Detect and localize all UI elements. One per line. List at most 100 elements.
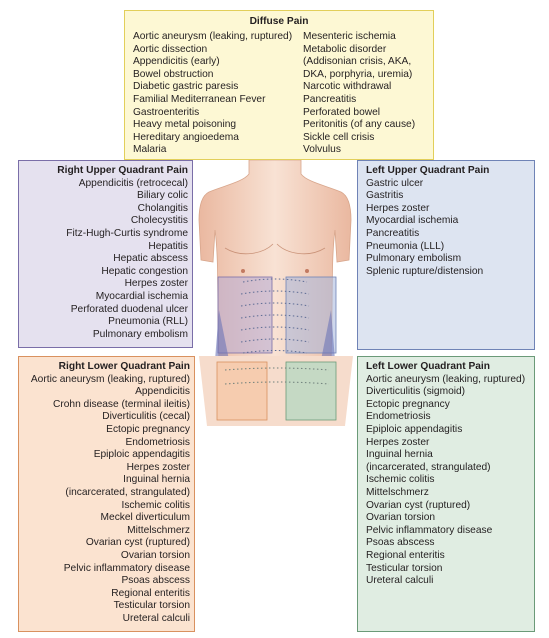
diffuse-pain-item: Aortic dissection <box>133 43 208 55</box>
diffuse-pain-item: Narcotic withdrawal <box>303 81 392 93</box>
luq-item: Gastritis <box>366 190 404 202</box>
ruq-item: Biliary colic <box>137 190 188 202</box>
diffuse-pain-item: Gastroenteritis <box>133 106 200 118</box>
right-lower-quadrant-box: Right Lower Quadrant Pain Aortic aneurys… <box>18 356 195 632</box>
llq-item: Aortic aneurysm (leaking, ruptured) <box>366 373 526 385</box>
rlq-item: Inguinal hernia <box>123 474 190 486</box>
diffuse-pain-item: Peritonitis (of any cause) <box>303 119 416 131</box>
diffuse-pain-item: Pancreatitis <box>303 93 357 105</box>
luq-item: Pancreatitis <box>366 227 420 239</box>
luq-item: Gastric ulcer <box>366 177 424 189</box>
ruq-item: Cholecystitis <box>130 215 188 227</box>
diffuse-pain-item: DKA, porphyria, uremia) <box>303 68 413 80</box>
ruq-item: Myocardial ischemia <box>95 290 188 302</box>
ruq-item: Hepatic abscess <box>113 253 188 265</box>
llq-item: Mittelschmerz <box>366 486 429 498</box>
rlq-item: Ischemic colitis <box>121 499 191 511</box>
rlq-item: Testicular torsion <box>113 600 190 612</box>
llq-item: Ectopic pregnancy <box>366 398 450 410</box>
diffuse-pain-item: Hereditary angioedema <box>133 131 239 143</box>
right-upper-quadrant-box: Right Upper Quadrant Pain Appendicitis (… <box>18 160 193 348</box>
rlq-item: Regional enteritis <box>111 587 190 599</box>
right-upper-quadrant-title: Right Upper Quadrant Pain <box>57 165 188 176</box>
ruq-item: Cholangitis <box>137 202 188 214</box>
rlq-item: (incarcerated, strangulated) <box>65 486 190 498</box>
rlq-item: Ovarian torsion <box>120 549 190 561</box>
llq-item: Regional enteritis <box>366 549 445 561</box>
ruq-item: Herpes zoster <box>124 278 188 290</box>
llq-item: Pelvic inflammatory disease <box>366 524 493 536</box>
right-flank-shade <box>215 310 229 360</box>
left-lower-quadrant-list: Aortic aneurysm (leaking, ruptured)Diver… <box>366 374 534 588</box>
llq-item: Diverticulitis (sigmoid) <box>366 386 466 398</box>
left-upper-quadrant-title: Left Upper Quadrant Pain <box>366 165 490 176</box>
left-flank-shade <box>321 310 335 360</box>
rlq-item: Mittelschmerz <box>127 524 190 536</box>
diffuse-pain-item: Metabolic disorder <box>303 43 387 55</box>
rlq-item: Appendicitis <box>135 386 190 398</box>
diffuse-pain-item: Perforated bowel <box>303 106 381 118</box>
luq-item: Pulmonary embolism <box>366 253 462 265</box>
rlq-item: Ectopic pregnancy <box>106 423 190 435</box>
ruq-item: Pulmonary embolism <box>92 328 188 340</box>
left-lower-quadrant-title: Left Lower Quadrant Pain <box>366 361 490 372</box>
diffuse-pain-item: Malaria <box>133 144 167 156</box>
rlq-region <box>216 361 268 421</box>
diffuse-pain-item: (Addisonian crisis, AKA, <box>303 56 412 68</box>
rlq-item: Pelvic inflammatory disease <box>63 562 190 574</box>
luq-item: Pneumonia (LLL) <box>366 240 445 252</box>
diffuse-pain-item: Familial Mediterranean Fever <box>133 93 266 105</box>
ruq-region <box>217 276 273 354</box>
llq-item: Endometriosis <box>366 411 431 423</box>
ruq-item: Perforated duodenal ulcer <box>70 303 188 315</box>
right-nipple <box>241 269 245 273</box>
lower-abdomen-illustration <box>199 356 353 426</box>
llq-item: (incarcerated, strangulated) <box>366 461 491 473</box>
llq-item: Ovarian torsion <box>366 512 436 524</box>
llq-item: Inguinal hernia <box>366 449 433 461</box>
left-lower-quadrant-box: Left Lower Quadrant Pain Aortic aneurysm… <box>357 356 535 632</box>
diffuse-pain-box: Diffuse Pain Aortic aneurysm (leaking, r… <box>124 10 434 160</box>
llq-item: Herpes zoster <box>366 436 430 448</box>
rlq-item: Meckel diverticulum <box>100 512 190 524</box>
luq-item: Herpes zoster <box>366 202 430 214</box>
rlq-item: Crohn disease (terminal ileitis) <box>52 398 190 410</box>
llq-item: Psoas abscess <box>366 537 435 549</box>
diffuse-pain-item: Aortic aneurysm (leaking, ruptured) <box>133 31 293 42</box>
rlq-item: Herpes zoster <box>126 461 190 473</box>
lower-intestine-dots <box>224 367 330 385</box>
llq-region <box>285 361 337 421</box>
left-nipple <box>305 269 309 273</box>
luq-item: Splenic rupture/distension <box>366 265 484 277</box>
ruq-item: Hepatic congestion <box>101 265 188 277</box>
diffuse-pain-item: Diabetic gastric paresis <box>133 81 239 93</box>
rlq-item: Ovarian cyst (ruptured) <box>85 537 190 549</box>
rlq-item: Epiploic appendagitis <box>93 449 190 461</box>
chest-contour <box>224 243 326 255</box>
rlq-item: Ureteral calculi <box>122 612 190 624</box>
luq-item: Myocardial ischemia <box>366 215 459 227</box>
rlq-item: Endometriosis <box>125 436 190 448</box>
llq-item: Epiploic appendagitis <box>366 423 463 435</box>
ruq-item: Fitz-Hugh-Curtis syndrome <box>66 227 188 239</box>
diffuse-pain-title: Diffuse Pain <box>249 16 309 27</box>
rlq-item: Aortic aneurysm (leaking, ruptured) <box>30 373 190 385</box>
ruq-item: Hepatitis <box>148 240 188 252</box>
diffuse-pain-column-1: Aortic aneurysm (leaking, ruptured)Aorti… <box>133 31 292 157</box>
diffuse-pain-item: Sickle cell crisis <box>303 131 375 143</box>
llq-item: Ischemic colitis <box>366 474 435 486</box>
ruq-item: Pneumonia (RLL) <box>108 316 188 328</box>
rlq-item: Diverticulitis (cecal) <box>102 411 190 423</box>
llq-item: Ovarian cyst (ruptured) <box>366 499 471 511</box>
diffuse-pain-item: Appendicitis (early) <box>133 56 220 68</box>
diffuse-pain-item: Volvulus <box>303 144 341 156</box>
right-lower-quadrant-title: Right Lower Quadrant Pain <box>58 361 190 372</box>
right-lower-quadrant-list: Aortic aneurysm (leaking, ruptured)Appen… <box>19 374 190 626</box>
intestine-dots <box>240 278 310 354</box>
llq-item: Ureteral calculi <box>366 575 434 587</box>
llq-item: Testicular torsion <box>366 562 443 574</box>
diffuse-pain-item: Mesenteric ischemia <box>303 31 396 42</box>
